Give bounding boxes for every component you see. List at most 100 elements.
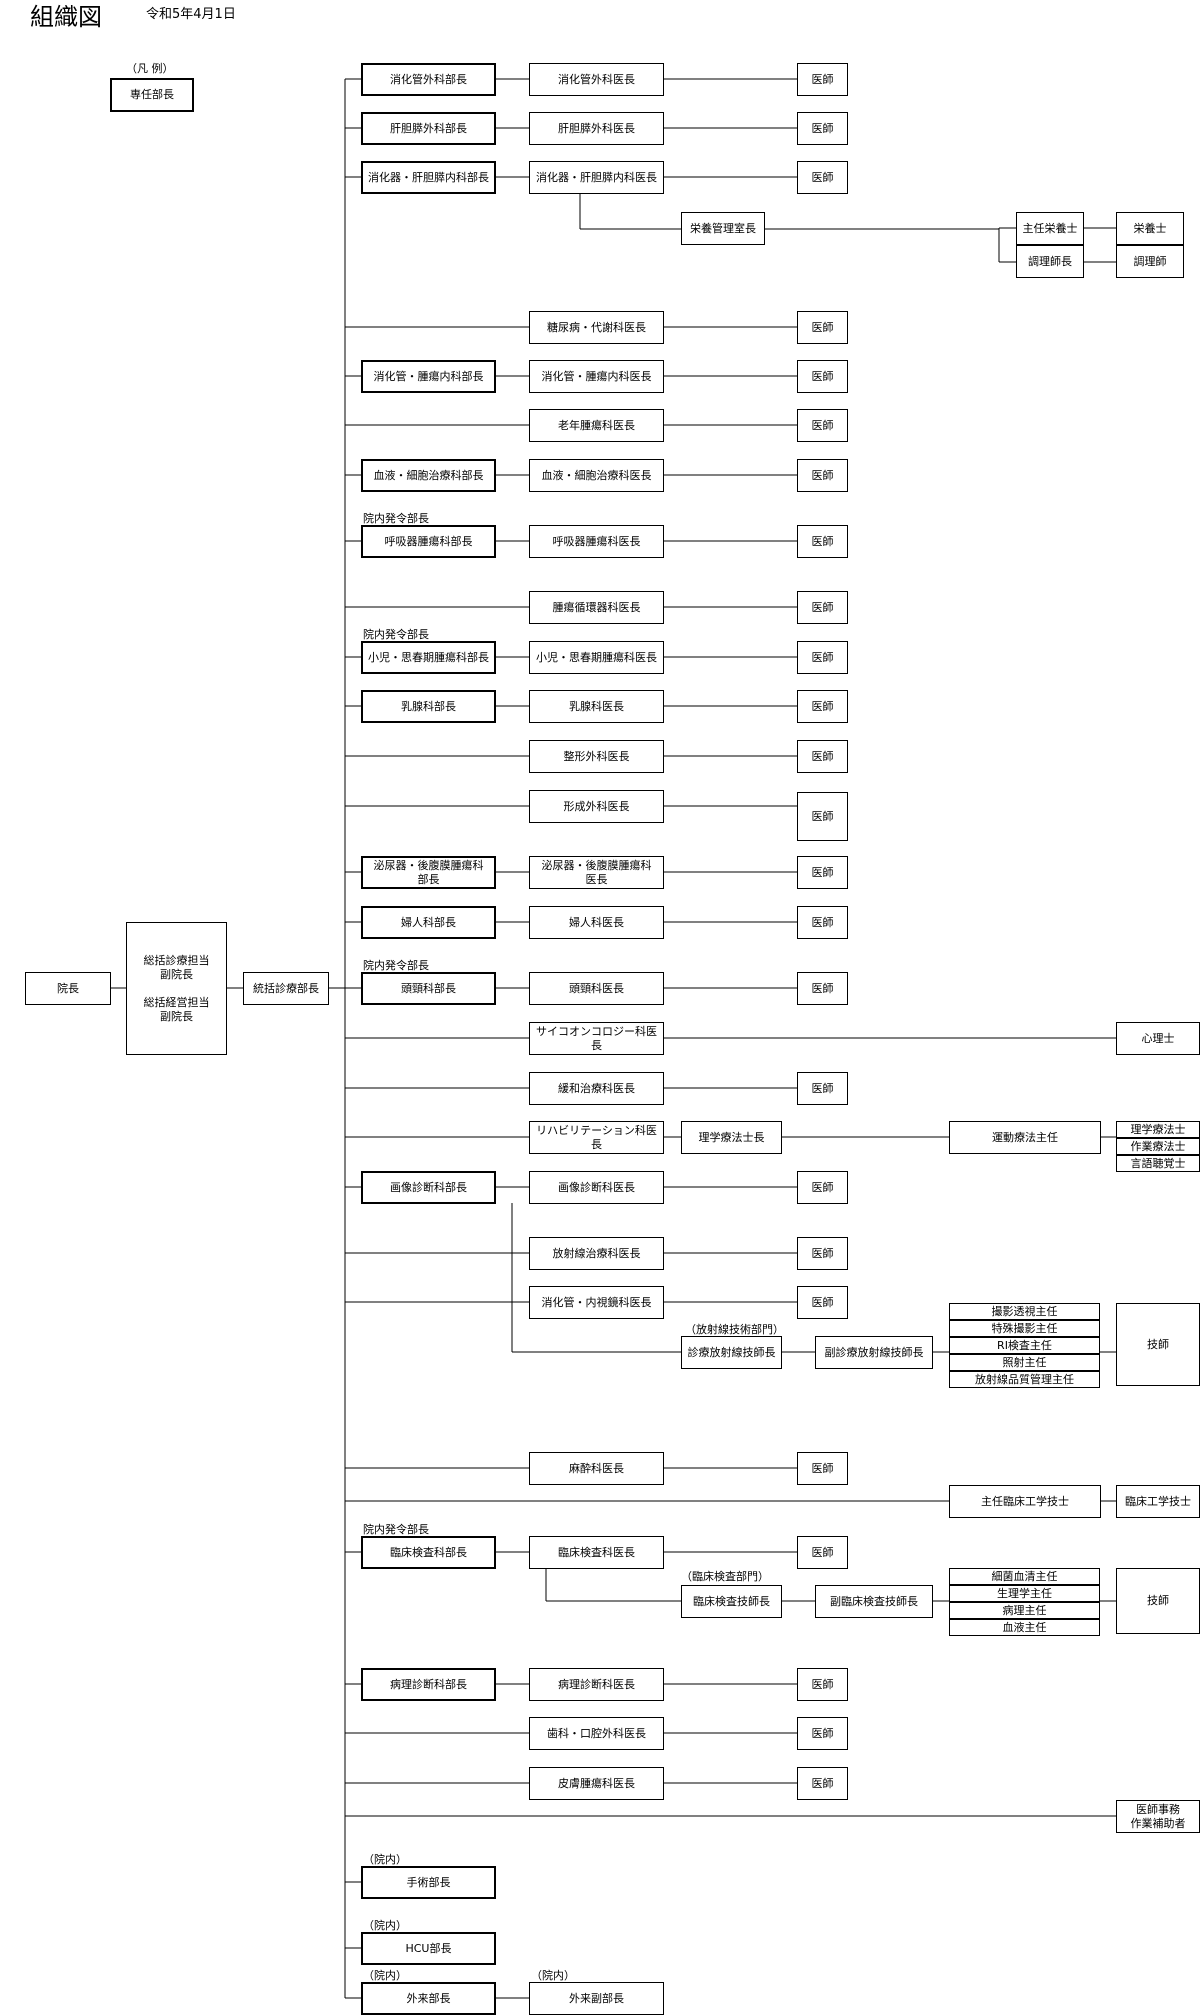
section-chief-box: 消化器・肝胆膵内科医長 <box>529 161 664 194</box>
doctor-box: 医師 <box>797 1171 848 1204</box>
pt-head-box: 理学療法士長 <box>681 1121 782 1154</box>
dept-head-box: 手術部長 <box>361 1866 496 1899</box>
section-chief-box: 婦人科医長 <box>529 906 664 939</box>
doctor-box: 医師 <box>797 161 848 194</box>
dept-head-box: 肝胆膵外科部長 <box>361 112 496 145</box>
section-chief-box: 呼吸器腫瘍科医長 <box>529 525 664 558</box>
dept-head-box: 消化管・腫瘍内科部長 <box>361 360 496 393</box>
dept-head-box: 血液・細胞治療科部長 <box>361 459 496 492</box>
lab-chief-box: 病理主任 <box>949 1602 1100 1619</box>
general-director-box: 統括診療部長 <box>243 972 329 1005</box>
doctor-box: 医師 <box>797 1717 848 1750</box>
radiology-chief-box: 放射線品質管理主任 <box>949 1371 1100 1388</box>
doctor-box: 医師 <box>797 1668 848 1701</box>
chief-lab-tech-box: 臨床検査技師長 <box>681 1585 782 1618</box>
doctor-box: 医師 <box>797 792 848 841</box>
doctor-box: 医師 <box>797 1072 848 1105</box>
head-cook-box: 調理師長 <box>1016 245 1084 278</box>
row-note: （院内） <box>363 1919 407 1932</box>
doctor-box: 医師 <box>797 1452 848 1485</box>
therapist-box: 言語聴覚士 <box>1116 1155 1200 1172</box>
doctor-box: 医師 <box>797 972 848 1005</box>
dept-head-box: 外来部長 <box>361 1982 496 2015</box>
row-note: 院内発令部長 <box>363 959 429 972</box>
section-chief-box: 小児・思春期腫瘍科医長 <box>529 641 664 674</box>
section-chief-box: 消化管・腫瘍内科医長 <box>529 360 664 393</box>
dept-head-box: 消化器・肝胆膵内科部長 <box>361 161 496 194</box>
chief-note: （院内） <box>531 1969 575 1982</box>
deputy-radiology-tech-box: 副診療放射線技師長 <box>815 1336 933 1369</box>
lab-technician-box: 技師 <box>1116 1568 1200 1634</box>
doctor-box: 医師 <box>797 63 848 96</box>
chief-clinical-engineer-box: 主任臨床工学技士 <box>949 1485 1101 1518</box>
section-chief-box: 老年腫瘍科医長 <box>529 409 664 442</box>
section-chief-box: 消化管・内視鏡科医長 <box>529 1286 664 1319</box>
lab-chief-box: 血液主任 <box>949 1619 1100 1636</box>
legend-label: （凡 例） <box>126 62 174 75</box>
row-note: 院内発令部長 <box>363 1523 429 1536</box>
section-chief-box: 麻酔科医長 <box>529 1452 664 1485</box>
doctor-box: 医師 <box>797 591 848 624</box>
section-chief-box: 臨床検査科医長 <box>529 1536 664 1569</box>
chief-radiology-tech-box: 診療放射線技師長 <box>681 1336 782 1369</box>
row-note: 院内発令部長 <box>363 628 429 641</box>
deputy-lab-tech-box: 副臨床検査技師長 <box>815 1585 933 1618</box>
dept-head-box: 泌尿器・後腹膜腫瘍科 部長 <box>361 856 496 889</box>
dept-head-box: 乳腺科部長 <box>361 690 496 723</box>
section-chief-box: 皮膚腫瘍科医長 <box>529 1767 664 1800</box>
dept-head-box: 消化管外科部長 <box>361 63 496 96</box>
section-chief-box: 肝胆膵外科医長 <box>529 112 664 145</box>
dept-head-box: 小児・思春期腫瘍科部長 <box>361 641 496 674</box>
director-box: 院長 <box>25 972 111 1005</box>
section-chief-box: サイコオンコロジー科医長 <box>529 1022 664 1055</box>
section-chief-box: 消化管外科医長 <box>529 63 664 96</box>
doctor-box: 医師 <box>797 459 848 492</box>
doctor-box: 医師 <box>797 906 848 939</box>
lab-chief-box: 細菌血清主任 <box>949 1568 1100 1585</box>
section-chief-box: 腫瘍循環器科医長 <box>529 591 664 624</box>
section-chief-box: 緩和治療科医長 <box>529 1072 664 1105</box>
dept-head-box: 婦人科部長 <box>361 906 496 939</box>
lab-note: （臨床検査部門） <box>681 1570 769 1583</box>
doctor-box: 医師 <box>797 525 848 558</box>
doctor-box: 医師 <box>797 740 848 773</box>
therapist-box: 作業療法士 <box>1116 1138 1200 1155</box>
doctor-box: 医師 <box>797 112 848 145</box>
section-chief-box: 整形外科医長 <box>529 740 664 773</box>
cook-box: 調理師 <box>1116 245 1184 278</box>
dept-head-box: 頭頸科部長 <box>361 972 496 1005</box>
row-note: （院内） <box>363 1969 407 1982</box>
radiology-chief-box: 特殊撮影主任 <box>949 1320 1100 1337</box>
doctor-box: 医師 <box>797 409 848 442</box>
section-chief-box: 頭頸科医長 <box>529 972 664 1005</box>
section-chief-box: 病理診断科医長 <box>529 1668 664 1701</box>
doctor-box: 医師 <box>797 311 848 344</box>
section-chief-box: 歯科・口腔外科医長 <box>529 1717 664 1750</box>
clinical-engineer-box: 臨床工学技士 <box>1116 1485 1200 1518</box>
dept-head-box: 病理診断科部長 <box>361 1668 496 1701</box>
doctor-box: 医師 <box>797 1767 848 1800</box>
revision-date: 令和5年4月1日 <box>146 7 236 22</box>
medical-clerk-box: 医師事務 作業補助者 <box>1116 1800 1200 1833</box>
doctor-box: 医師 <box>797 690 848 723</box>
radiology-technician-box: 技師 <box>1116 1303 1200 1386</box>
section-chief-box: 放射線治療科医長 <box>529 1237 664 1270</box>
doctor-box: 医師 <box>797 641 848 674</box>
section-chief-box: 形成外科医長 <box>529 790 664 823</box>
lab-chief-box: 生理学主任 <box>949 1585 1100 1602</box>
page-title: 組織図 <box>30 3 102 31</box>
row-note: （院内） <box>363 1853 407 1866</box>
section-chief-box: 糖尿病・代謝科医長 <box>529 311 664 344</box>
vice-director-box: 総括診療担当 副院長 総括経営担当 副院長 <box>126 922 227 1055</box>
doctor-box: 医師 <box>797 856 848 889</box>
row-note: 院内発令部長 <box>363 512 429 525</box>
section-chief-box: 乳腺科医長 <box>529 690 664 723</box>
doctor-box: 医師 <box>797 1286 848 1319</box>
section-chief-box: リハビリテーション科医長 <box>529 1121 664 1154</box>
dept-head-box: HCU部長 <box>361 1932 496 1965</box>
radiology-chief-box: 照射主任 <box>949 1354 1100 1371</box>
section-chief-box: 血液・細胞治療科医長 <box>529 459 664 492</box>
doctor-box: 医師 <box>797 1237 848 1270</box>
radiology-chief-box: RI検査主任 <box>949 1337 1100 1354</box>
